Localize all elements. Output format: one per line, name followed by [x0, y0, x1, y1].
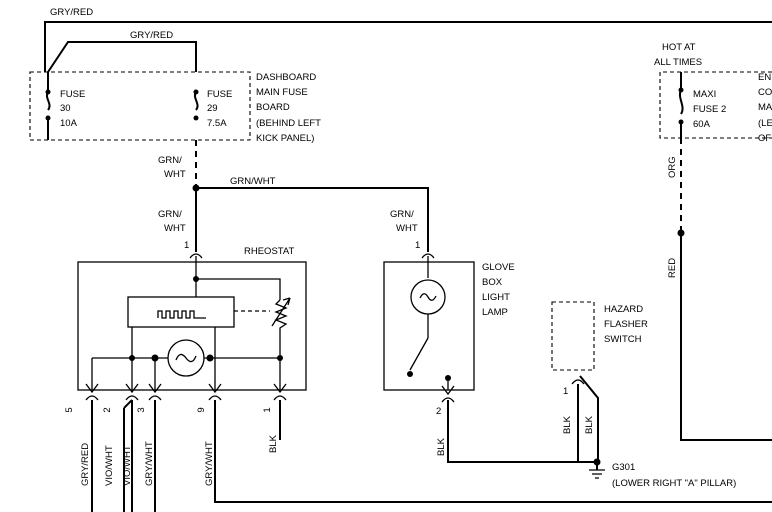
right-label-1: EN — [758, 72, 771, 83]
rheostat-connectors: 5 2 3 9 1 — [64, 395, 287, 413]
wire-label-glove-blk: BLK — [436, 437, 447, 456]
hazard-flasher-switch: HAZARD FLASHER SWITCH 1 BLK BLK — [551, 301, 648, 462]
fuse-30-rating: 10A — [60, 118, 78, 129]
wire-label-bottom-3: VIO/WHT — [122, 445, 133, 486]
rheostat-pin-1: 1 — [262, 407, 273, 412]
wire-grn-wht-branch: GRN/WHT GRN/ WHT — [196, 176, 429, 252]
wire-label-hazard-blk-2: BLK — [584, 415, 595, 434]
wire-label-org: ORG — [667, 156, 678, 178]
fuse-29-label: FUSE — [207, 89, 232, 100]
rheostat-pin-9: 9 — [196, 407, 207, 412]
fuse-30-label: FUSE — [60, 89, 85, 100]
maxi-fuse-label: MAXI — [693, 89, 716, 100]
wire-label-bottom-5: GRY/WHT — [204, 441, 215, 486]
wire-label-grn-wht-2: GRN/ — [158, 209, 182, 220]
wire-label-bottom-1: GRY/RED — [80, 443, 91, 486]
wire-label-fuse-link: GRY/RED — [130, 30, 173, 41]
rheostat: RHEOSTAT 1 — [77, 240, 307, 394]
maxi-fuse-rating: 60A — [693, 119, 711, 130]
ground-g301: G301 (LOWER RIGHT "A" PILLAR) — [589, 458, 736, 489]
wire-label-grn-wht-1b: WHT — [164, 169, 186, 180]
fuse-board-location-1: (BEHIND LEFT — [256, 118, 321, 129]
wire-org-red: ORG RED — [667, 138, 772, 441]
fuse-29: FUSE 29 7.5A — [193, 89, 232, 129]
fuse-30-number: 30 — [60, 103, 71, 114]
rheostat-pin-3: 3 — [136, 407, 147, 412]
maxi-fuse-area: HOT AT ALL TIMES MAXI FUSE 2 60A EN CO M… — [654, 42, 772, 144]
fuse-board-name-3: BOARD — [256, 102, 290, 113]
wire-label-top-gry-red: GRY/RED — [50, 7, 93, 18]
rheostat-pin-top: 1 — [184, 240, 189, 251]
fuse-board-location-2: KICK PANEL) — [256, 133, 314, 144]
rheostat-pin-5: 5 — [64, 407, 75, 412]
hazard-label-1: HAZARD — [604, 304, 643, 315]
glove-box-light-lamp: 1 GLOVE BOX LIGHT LAMP — [383, 240, 515, 396]
glove-label-1: GLOVE — [482, 262, 515, 273]
wire-top-gry-red: GRY/RED — [44, 7, 772, 72]
rheostat-label: RHEOSTAT — [244, 246, 295, 257]
right-label-2: CO — [758, 87, 772, 98]
rheostat-pin-2: 2 — [102, 407, 113, 412]
wire-label-grn-wht-2b: WHT — [164, 223, 186, 234]
wire-grn-wht-main: GRN/ WHT GRN/ WHT — [158, 140, 200, 252]
maxi-fuse-number: FUSE 2 — [693, 104, 726, 115]
wire-fuse-link-gry-red: GRY/RED — [47, 30, 197, 73]
fuse-29-rating: 7.5A — [207, 118, 227, 129]
wire-label-hazard-blk-1: BLK — [562, 415, 573, 434]
glove-pin-bottom: 2 — [436, 406, 441, 417]
wire-label-bottom-2: VIO/WHT — [104, 445, 115, 486]
wire-glove-ground-blk: 2 BLK — [436, 397, 596, 463]
glove-label-2: BOX — [482, 277, 503, 288]
right-label-3: MA — [758, 102, 772, 113]
fuse-30: FUSE 30 10A — [45, 72, 85, 140]
glove-label-3: LIGHT — [482, 292, 510, 303]
hazard-label-3: SWITCH — [604, 334, 642, 345]
hot-label-1: HOT AT — [662, 42, 696, 53]
hazard-label-2: FLASHER — [604, 319, 648, 330]
dashboard-fuse-board: FUSE 30 10A FUSE 29 7.5A DASHBOARD MAIN … — [29, 71, 321, 144]
wire-label-red: RED — [667, 258, 678, 278]
ground-id: G301 — [612, 462, 635, 473]
wire-label-bottom-6: BLK — [268, 434, 279, 453]
glove-label-4: LAMP — [482, 307, 508, 318]
right-label-5: OF — [758, 133, 771, 144]
bottom-wires: GRY/RED VIO/WHT VIO/WHT GRY/WHT GRY/WHT … — [80, 399, 772, 512]
wire-label-grn-wht-1: GRN/ — [158, 155, 182, 166]
fuse-board-name-1: DASHBOARD — [256, 72, 316, 83]
ground-location: (LOWER RIGHT "A" PILLAR) — [612, 478, 736, 489]
fuse-board-name-2: MAIN FUSE — [256, 87, 308, 98]
hazard-pin: 1 — [563, 386, 568, 397]
right-label-4: (LE — [758, 118, 772, 129]
wire-label-grn-wht-branch: GRN/WHT — [230, 176, 276, 187]
wire-label-grn-wht-glove: GRN/ — [390, 209, 414, 220]
hot-label-2: ALL TIMES — [654, 57, 702, 68]
wire-label-bottom-4: GRY/WHT — [144, 441, 155, 486]
wire-label-grn-wht-glove-b: WHT — [396, 223, 418, 234]
fuse-29-number: 29 — [207, 103, 218, 114]
glove-pin-top: 1 — [415, 240, 420, 251]
